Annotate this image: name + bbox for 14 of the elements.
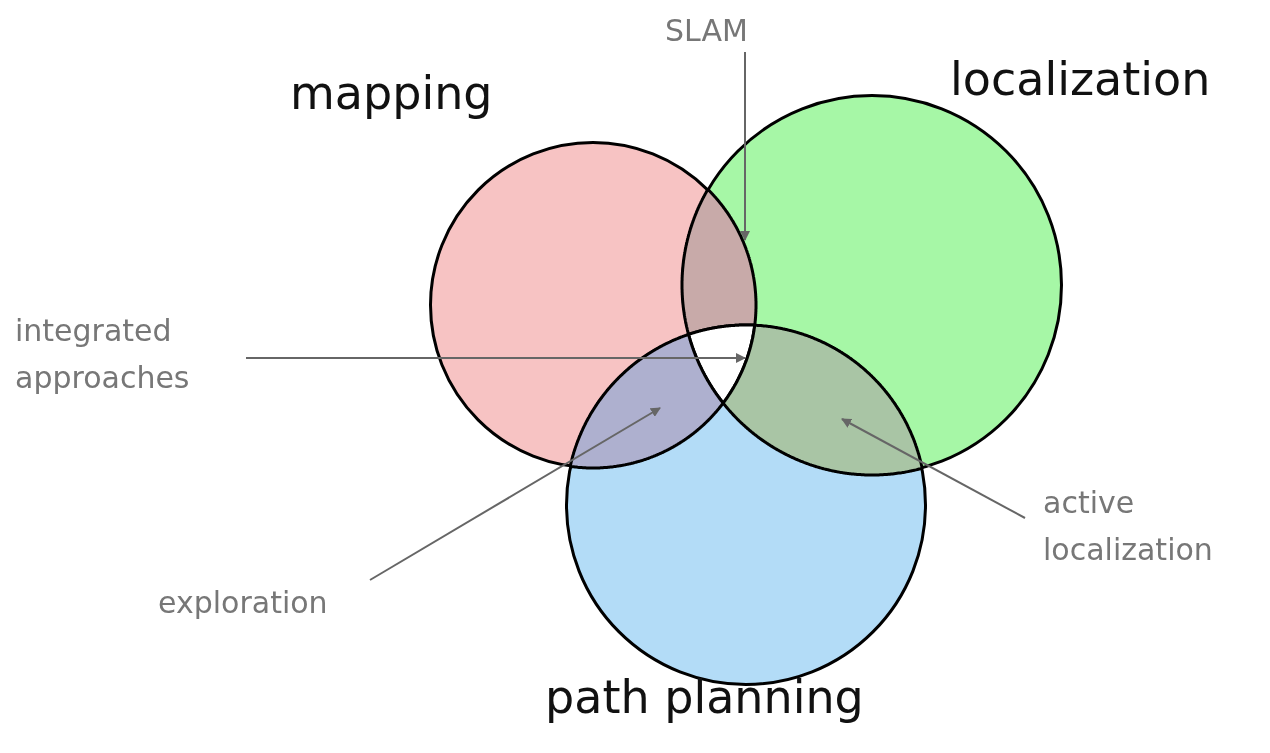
set-heading: mapping	[290, 68, 493, 119]
set-heading: localization	[950, 54, 1211, 105]
lens-overlap-region	[721, 323, 924, 477]
callout-label: SLAM	[665, 8, 805, 55]
leader-line	[841, 418, 1026, 519]
callout-label: active localization	[1043, 480, 1268, 573]
callout-label: integrated approaches	[15, 308, 255, 401]
leader-line	[740, 51, 750, 241]
lens-overlap-region	[680, 188, 758, 336]
lens-overlap-region	[568, 333, 725, 470]
leader-line	[369, 407, 661, 581]
callout-label: exploration	[158, 580, 398, 627]
set-heading: path planning	[545, 672, 864, 723]
leader-line	[245, 353, 746, 363]
